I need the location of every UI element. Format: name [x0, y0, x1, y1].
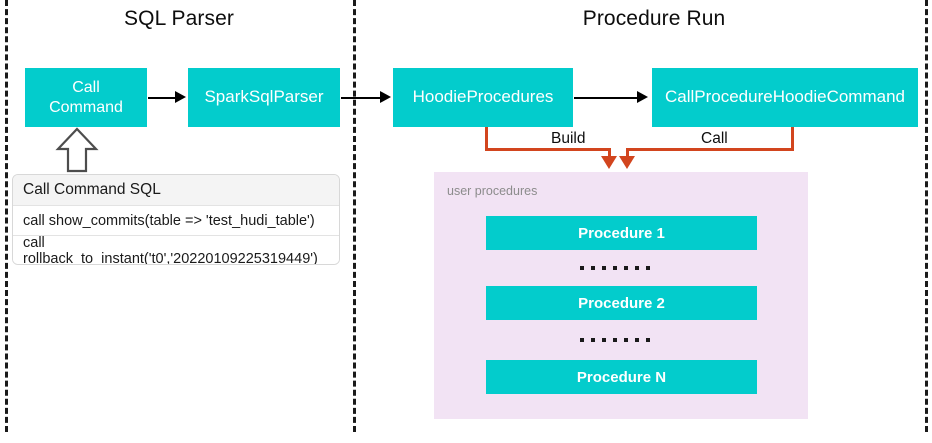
arrow-head-hoodie-to-callprocedure: [637, 91, 648, 103]
sql-table-row-2: call rollback_to_instant('t0','202201092…: [13, 235, 339, 264]
procedure-box-1[interactable]: Procedure 1: [486, 216, 757, 250]
node-call-command-line2: Command: [49, 98, 123, 116]
arrow-head-call-command-to-spark: [175, 91, 186, 103]
arrow-head-spark-to-hoodie: [380, 91, 391, 103]
edge-label-call: Call: [696, 130, 733, 148]
procedure-box-2[interactable]: Procedure 2: [486, 286, 757, 320]
node-call-procedure-hoodie-command-label: CallProcedureHoodieCommand: [664, 87, 905, 107]
arrow-spark-to-hoodie: [341, 97, 381, 99]
orange-call-arrowhead: [619, 156, 635, 169]
procedure-box-n[interactable]: Procedure N: [486, 360, 757, 394]
orange-call-horizontal: [626, 148, 794, 151]
orange-build-vertical-end: [608, 148, 611, 160]
arrow-hoodie-to-callprocedure: [574, 97, 638, 99]
node-hoodie-procedures[interactable]: HoodieProcedures: [393, 68, 573, 127]
section-title-sql-parser: SQL Parser: [124, 7, 234, 30]
hollow-up-arrow-icon: [55, 127, 99, 178]
orange-build-vertical-start: [485, 127, 488, 149]
ellipsis-dots-1: [580, 266, 650, 270]
user-procedures-panel-label: user procedures: [447, 184, 538, 198]
node-call-procedure-hoodie-command[interactable]: CallProcedureHoodieCommand: [652, 68, 918, 127]
call-command-sql-table: Call Command SQL call show_commits(table…: [12, 174, 340, 265]
node-spark-sql-parser-label: SparkSqlParser: [204, 87, 324, 107]
orange-build-arrowhead: [601, 156, 617, 169]
procedure-box-1-label: Procedure 1: [578, 224, 665, 242]
node-spark-sql-parser[interactable]: SparkSqlParser: [188, 68, 340, 127]
procedure-box-2-label: Procedure 2: [578, 294, 665, 312]
orange-build-horizontal: [485, 148, 610, 151]
arrow-call-command-to-spark: [148, 97, 176, 99]
node-call-command-line1: Call: [72, 79, 100, 97]
ellipsis-dots-2: [580, 338, 650, 342]
node-hoodie-procedures-label: HoodieProcedures: [412, 87, 554, 107]
node-call-command[interactable]: Call Command: [25, 68, 147, 127]
divider-middle: [353, 0, 356, 432]
procedure-box-n-label: Procedure N: [576, 368, 667, 386]
orange-call-vertical-end: [626, 148, 629, 160]
divider-right: [925, 0, 928, 432]
section-title-procedure-run: Procedure Run: [582, 7, 726, 30]
divider-left: [5, 0, 8, 432]
sql-table-header: Call Command SQL: [13, 175, 339, 206]
orange-call-vertical-start: [791, 127, 794, 149]
edge-label-build: Build: [546, 130, 591, 148]
sql-table-row-1: call show_commits(table => 'test_hudi_ta…: [13, 206, 339, 236]
